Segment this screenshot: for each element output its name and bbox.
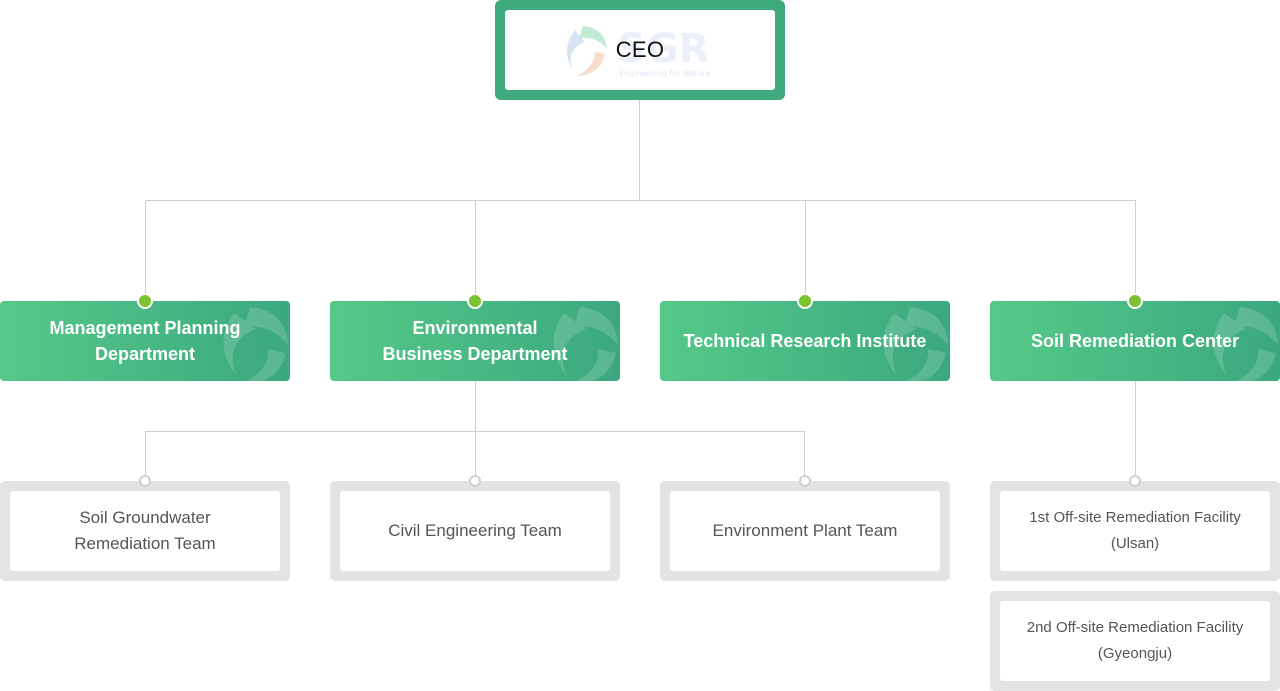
team-label: 2nd Off-site Remediation Facility (Gyeon… bbox=[1026, 619, 1244, 662]
connector-dot bbox=[799, 475, 811, 487]
svg-text:SGR: SGR bbox=[617, 26, 709, 72]
dept-management-planning: Management Planning Department bbox=[0, 301, 290, 381]
dept-label: Environmental Business Department bbox=[382, 318, 568, 364]
team-inner: Environment Plant Team bbox=[670, 491, 940, 571]
dept-environmental-business: Environmental Business Department bbox=[330, 301, 620, 381]
ceo-label: CEO bbox=[615, 37, 665, 62]
connector-dot bbox=[1129, 475, 1141, 487]
connector-soil-vertical bbox=[1135, 381, 1136, 481]
team-label: Soil Groundwater Remediation Team bbox=[74, 508, 216, 553]
dept-label: Technical Research Institute bbox=[683, 331, 927, 351]
connector-dot bbox=[139, 475, 151, 487]
leaf-icon bbox=[553, 307, 618, 381]
team-environment-plant: Environment Plant Team bbox=[660, 481, 950, 581]
team-inner: Civil Engineering Team bbox=[340, 491, 610, 571]
connector-team-3 bbox=[804, 431, 805, 481]
dept-soil-remediation: Soil Remediation Center bbox=[990, 301, 1280, 381]
team-label: Environment Plant Team bbox=[712, 521, 898, 540]
team-label: 1st Off-site Remediation Facility (Ulsan… bbox=[1029, 509, 1241, 552]
connector-dept-4 bbox=[1135, 200, 1136, 301]
facility-ulsan: 1st Off-site Remediation Facility (Ulsan… bbox=[990, 481, 1280, 581]
connector-dot bbox=[137, 293, 153, 309]
connector-dot bbox=[469, 475, 481, 487]
leaf-icon bbox=[883, 307, 948, 381]
connector-ceo-vertical bbox=[639, 100, 640, 201]
team-inner: 2nd Off-site Remediation Facility (Gyeon… bbox=[1000, 601, 1270, 681]
team-inner: 1st Off-site Remediation Facility (Ulsan… bbox=[1000, 491, 1270, 571]
svg-text:Engineering for Nature: Engineering for Nature bbox=[619, 69, 710, 78]
team-inner: Soil Groundwater Remediation Team bbox=[10, 491, 280, 571]
leaf-icon bbox=[223, 307, 288, 381]
connector-dot bbox=[797, 293, 813, 309]
connector-dot bbox=[467, 293, 483, 309]
connector-team-1 bbox=[145, 431, 146, 481]
connector-dot bbox=[1127, 293, 1143, 309]
connector-dept-horizontal bbox=[145, 200, 1136, 201]
ceo-node-inner: SGR Engineering for Nature CEO bbox=[505, 10, 775, 90]
leaf-icon bbox=[1213, 307, 1278, 381]
company-logo-watermark: SGR Engineering for Nature bbox=[566, 26, 710, 78]
connector-team-horizontal bbox=[145, 431, 805, 432]
team-civil-engineering: Civil Engineering Team bbox=[330, 481, 620, 581]
dept-label: Soil Remediation Center bbox=[1030, 331, 1240, 351]
team-soil-groundwater: Soil Groundwater Remediation Team bbox=[0, 481, 290, 581]
ceo-node: SGR Engineering for Nature CEO bbox=[495, 0, 785, 100]
facility-gyeongju: 2nd Off-site Remediation Facility (Gyeon… bbox=[990, 591, 1280, 691]
connector-dept-2 bbox=[475, 200, 476, 301]
dept-technical-research: Technical Research Institute bbox=[660, 301, 950, 381]
connector-dept-3 bbox=[805, 200, 806, 301]
team-label: Civil Engineering Team bbox=[388, 521, 562, 540]
dept-label: Management Planning Department bbox=[49, 318, 241, 364]
connector-dept-1 bbox=[145, 200, 146, 301]
